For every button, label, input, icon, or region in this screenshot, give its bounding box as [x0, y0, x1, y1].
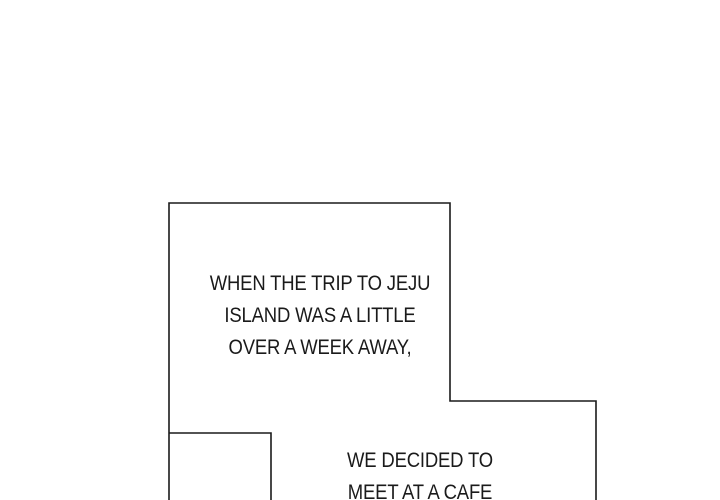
caption-line: OVER A WEEK AWAY, — [228, 336, 412, 359]
narration-caption-first: WHEN THE TRIP TO JEJU ISLAND WAS A LITTL… — [179, 268, 461, 364]
narration-box-inner-border — [169, 432, 272, 500]
caption-line: WHEN THE TRIP TO JEJU — [209, 272, 431, 295]
caption-line: ISLAND WAS A LITTLE — [224, 304, 416, 327]
narration-box-border — [168, 202, 597, 500]
caption-line: MEET AT A CAFE — [347, 481, 493, 500]
narration-caption-second: WE DECIDED TO MEET AT A CAFE — [314, 445, 525, 500]
caption-line: WE DECIDED TO — [347, 449, 493, 472]
